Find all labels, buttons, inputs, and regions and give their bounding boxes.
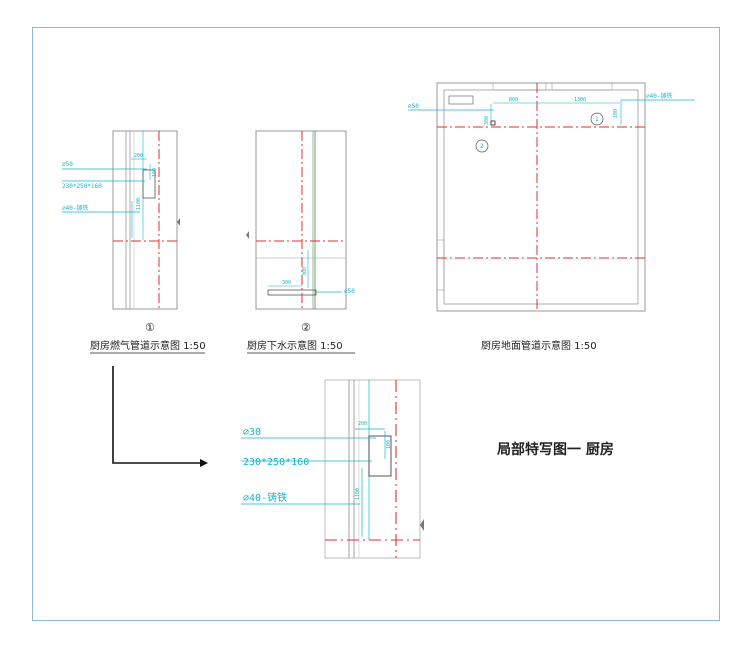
gas-label-box-size: 230*250*160	[62, 183, 102, 190]
gas-dim-1100: 1100	[136, 198, 142, 210]
gas-dim-200: 200	[134, 153, 143, 159]
detail-label-d30: ⌀30	[243, 427, 261, 438]
gas-detail-enlargement: ⌀30 230*250*160 ⌀40-铸铁 200 100 1100	[241, 379, 424, 559]
pointer-arrow	[112, 366, 208, 467]
floor-label-d50: ⌀50	[408, 103, 419, 110]
floor-drawing-caption: 厨房地面管道示意图 1:50	[481, 339, 597, 352]
gas-pipe-elevation: ⌀50 230*250*160 ⌀40-铸铁 200 100 1100 ① 厨房…	[62, 130, 206, 354]
gas-label-d40: ⌀40-铸铁	[62, 204, 88, 212]
detail-dim-1100: 1100	[355, 488, 361, 500]
floor-marker-2: 2	[480, 143, 484, 150]
drain-drawing-caption: 厨房下水示意图 1:50	[247, 339, 343, 352]
floor-dim-800: 800	[509, 97, 518, 103]
drain-dim-300-horizontal: 300	[282, 280, 291, 286]
floor-dim-100: 100	[613, 109, 619, 118]
detail-label-d40: ⌀40-铸铁	[243, 491, 287, 504]
detail-dim-200: 200	[358, 421, 367, 427]
detail-dim-100: 100	[386, 440, 392, 449]
gas-drawing-number: ①	[145, 321, 155, 334]
drain-drawing-number: ②	[301, 321, 311, 334]
floor-dim-300: 300	[484, 116, 490, 125]
drain-label-d50: ⌀50	[344, 288, 355, 295]
floor-plan: ⌀50 ⌀40-铸铁 800 1300 300 100 1 2 厨房地面管道示意…	[408, 82, 695, 352]
gas-drawing-caption: 厨房燃气管道示意图 1:50	[90, 339, 206, 352]
detail-title: 局部特写图一 厨房	[497, 441, 614, 458]
drawing-frame	[32, 27, 720, 621]
drain-dim-300-vertical: 300	[302, 267, 308, 276]
floor-marker-1: 1	[595, 116, 599, 123]
floor-dim-1300: 1300	[574, 97, 586, 103]
gas-dim-100: 100	[152, 168, 158, 177]
drain-elevation: 300 300 ⌀50 ② 厨房下水示意图 1:50	[246, 130, 355, 354]
detail-label-box-size: 230*250*160	[243, 457, 309, 468]
floor-label-d40: ⌀40-铸铁	[646, 92, 672, 100]
gas-label-d50: ⌀50	[62, 161, 73, 168]
